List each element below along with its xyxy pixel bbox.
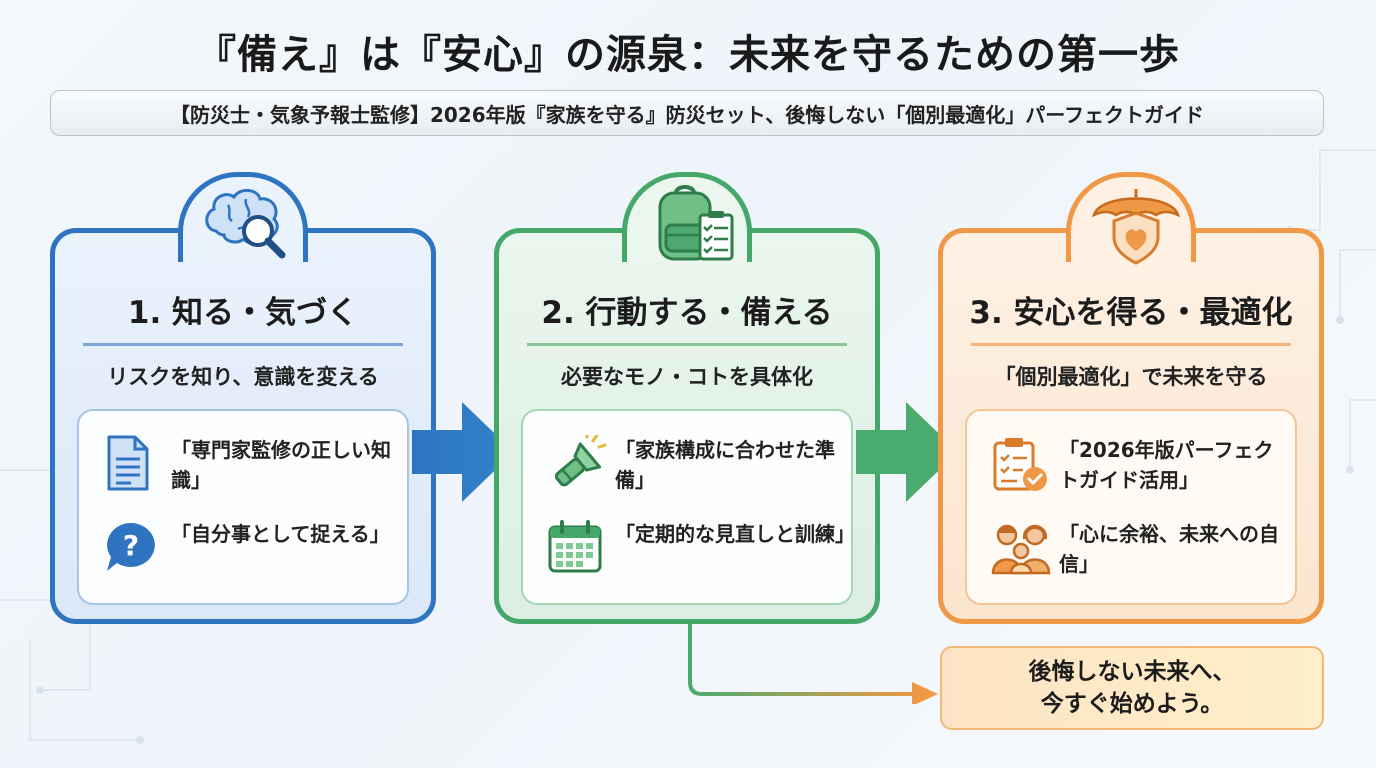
step-3-subtitle: 「個別最適化」で未来を守る: [994, 365, 1268, 389]
step-3-item-box: 「2026年版パーフェクトガイド活用」 「心に余裕、未来への自信」: [965, 409, 1297, 605]
step-2-item-2: 「定期的な見直しと訓練」: [543, 515, 855, 595]
step-1-item-1-text: 「専門家監修の正しい知識」: [171, 438, 391, 492]
step-2-item-2-text: 「定期的な見直しと訓練」: [615, 522, 855, 546]
step-2-icon-tab: [622, 172, 752, 262]
step-1-title: 1. 知る・気づく: [127, 295, 359, 331]
cta-line-1: 後悔しない未来へ、: [1028, 659, 1236, 685]
step-3-item-1: 「2026年版パーフェクトガイド活用」: [987, 431, 1287, 511]
step-3-item-2-text: 「心に余裕、未来への自信」: [1059, 522, 1279, 576]
step-1-subtitle: リスクを知り、意識を変える: [107, 365, 379, 389]
step-card-2: 2. 行動する・備える 必要なモノ・コトを具体化 「家族構成に合わせた準備」: [494, 228, 880, 624]
step-1-item-2: ? 「自分事として捉える」: [99, 515, 399, 595]
step-1-item-box: 「専門家監修の正しい知識」 ? 「自分事として捉える」: [77, 409, 409, 605]
call-to-action-box: 後悔しない未来へ、 今すぐ始めよう。: [940, 646, 1324, 730]
page-subtitle-text: 【防災士・気象予報士監修】2026年版『家族を守る』防災セット、後悔しない「個別…: [169, 102, 1205, 127]
step-3-divider: [971, 343, 1291, 346]
step-3-item-1-text: 「2026年版パーフェクトガイド活用」: [1059, 438, 1274, 492]
page-subtitle: 【防災士・気象予報士監修】2026年版『家族を守る』防災セット、後悔しない「個別…: [50, 90, 1324, 136]
step-card-3: 3. 安心を得る・最適化 「個別最適化」で未来を守る 「2026年版パーフェクト…: [938, 228, 1324, 624]
cta-connector-arrow: [688, 624, 938, 704]
step-3-title: 3. 安心を得る・最適化: [969, 295, 1293, 331]
step-2-divider: [527, 343, 847, 346]
step-2-item-box: 「家族構成に合わせた準備」 「定期的な見直しと訓練」: [521, 409, 855, 605]
step-2-subtitle: 必要なモノ・コトを具体化: [561, 365, 813, 389]
umbrella-shield-heart-icon: [1092, 189, 1180, 265]
document-icon: [107, 435, 149, 491]
step-2-title: 2. 行動する・備える: [541, 295, 833, 331]
calendar-icon: [548, 520, 602, 573]
step-1-divider: [83, 343, 403, 346]
step-card-1: 1. 知る・気づく リスクを知り、意識を変える 「専門家監修の正しい知識」 ? …: [50, 228, 436, 624]
family-icon: [991, 524, 1051, 575]
flow-arrow-2: [856, 402, 958, 502]
clipboard-check-icon: [993, 438, 1047, 491]
step-1-icon-tab: [178, 172, 308, 262]
step-1-item-2-text: 「自分事として捉える」: [171, 522, 390, 546]
step-2-item-1-text: 「家族構成に合わせた準備」: [615, 438, 835, 492]
svg-text:?: ?: [123, 529, 139, 562]
cta-line-2: 今すぐ始めよう。: [1040, 691, 1224, 717]
flashlight-icon: [554, 435, 607, 487]
step-3-item-2: 「心に余裕、未来への自信」: [987, 515, 1287, 595]
backpack-checklist-icon: [658, 185, 734, 261]
page-title: 『備え』は『安心』の源泉：未来を守るための第一歩: [196, 32, 1180, 78]
step-1-item-1: 「専門家監修の正しい知識」: [99, 431, 399, 511]
brain-magnifier-icon: [205, 189, 286, 259]
step-3-icon-tab: [1066, 172, 1196, 265]
step-2-item-1: 「家族構成に合わせた準備」: [543, 431, 843, 511]
question-bubble-icon: ?: [107, 523, 155, 571]
flow-arrow-1: [412, 402, 514, 502]
